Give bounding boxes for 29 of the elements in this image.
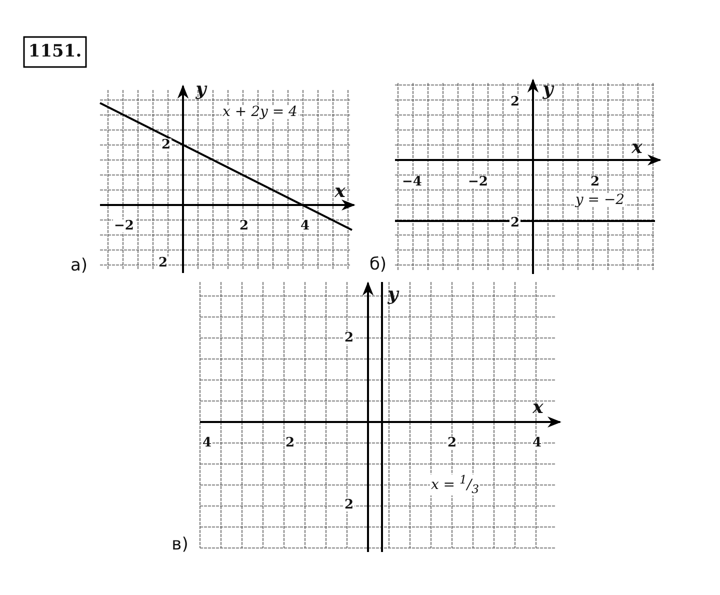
- panel-label: б): [368, 256, 388, 274]
- tick-label: 2: [589, 176, 601, 188]
- tick-label: −2: [113, 220, 135, 232]
- tick-label: 2: [157, 256, 169, 270]
- tick-label: 2: [284, 436, 296, 450]
- tick-label: 2: [509, 216, 521, 230]
- exercise-number: 1151.: [27, 44, 83, 60]
- tick-label: 4: [201, 436, 213, 450]
- axis-label: y: [194, 81, 208, 99]
- tick-label: −4: [401, 176, 423, 188]
- tick-label: 4: [531, 436, 543, 450]
- tick-label: 4: [299, 220, 311, 232]
- axis-label: y: [386, 286, 400, 304]
- tick-label: 2: [343, 498, 355, 512]
- axis-label: y: [542, 81, 554, 99]
- equation-label: x = $^{1}$/$_{3}$: [430, 474, 480, 496]
- panel-label: а): [69, 258, 89, 274]
- equation-label: x + 2y = 4: [222, 105, 298, 119]
- axis-label: x: [334, 183, 346, 201]
- tick-label: 2: [160, 138, 172, 152]
- tick-label: 2: [343, 332, 355, 344]
- panel-label: в): [170, 536, 190, 554]
- tick-label: 2: [446, 436, 458, 450]
- tick-label: 2: [509, 96, 521, 108]
- equation-label: y = −2: [574, 193, 626, 207]
- axis-label: x: [630, 139, 644, 157]
- tick-label: 2: [238, 220, 250, 232]
- axis-label: x: [532, 399, 544, 417]
- tick-label: −2: [467, 176, 489, 188]
